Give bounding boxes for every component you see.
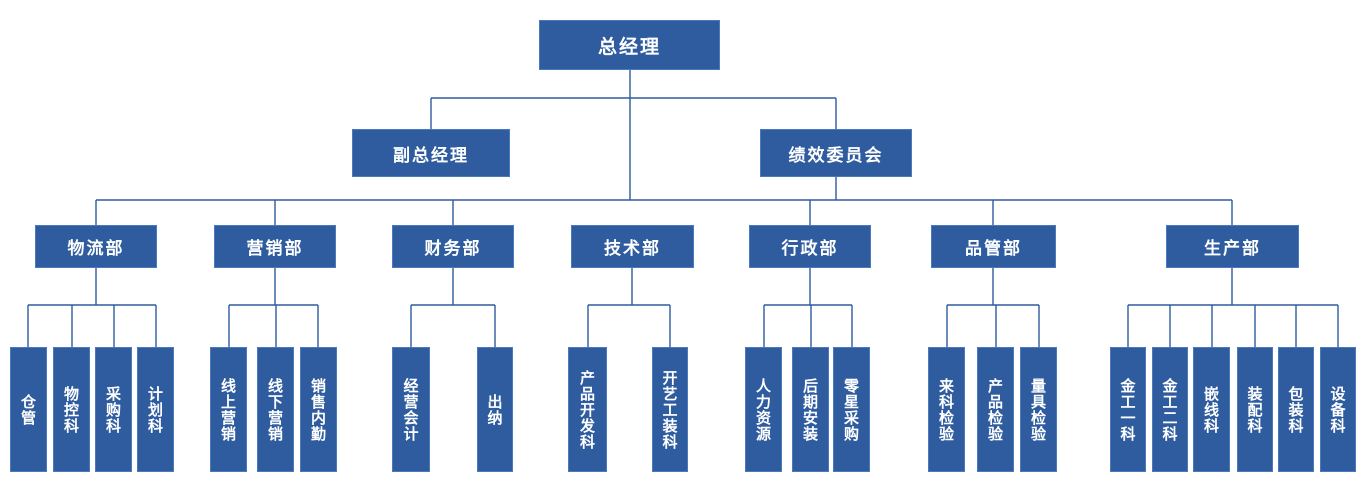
node-product-inspection: 产品检验 [977,347,1014,472]
node-warehouse: 仓管 [10,347,47,472]
node-metalwork-2: 金工二科 [1152,347,1188,472]
node-cashier: 出纳 [477,347,513,472]
node-incoming-inspection: 来科检验 [928,347,965,472]
node-winding-section: 嵌线科 [1193,347,1230,472]
node-metalwork-1: 金工一科 [1110,347,1146,472]
node-performance-committee: 绩效委员会 [760,129,912,177]
node-dept-production: 生产部 [1166,225,1299,268]
node-planning-section: 计划科 [137,347,174,472]
node-purchasing-section: 采购科 [95,347,132,472]
node-general-manager: 总经理 [539,20,720,70]
node-management-accounting: 经营会计 [392,347,430,472]
node-equipment-section: 设备科 [1320,347,1356,472]
node-packaging-section: 包装科 [1278,347,1314,472]
node-dept-marketing: 营销部 [214,225,336,268]
node-misc-procurement: 零星采购 [833,347,870,472]
node-assembly-section: 装配科 [1237,347,1273,472]
node-dept-technology: 技术部 [571,225,694,268]
node-deputy-general-manager: 副总经理 [352,129,510,177]
node-product-development: 产品开发科 [568,347,607,472]
node-dept-administration: 行政部 [749,225,871,268]
node-gauge-inspection: 量具检验 [1020,347,1057,472]
node-sales-support: 销售内勤 [300,347,337,472]
node-dept-logistics: 物流部 [35,225,157,268]
node-material-control: 物控科 [53,347,90,472]
node-human-resources: 人力资源 [745,347,782,472]
node-dept-quality: 品管部 [931,225,1056,268]
node-online-marketing: 线上营销 [210,347,247,472]
node-post-installation: 后期安装 [792,347,829,472]
node-dept-finance: 财务部 [392,225,514,268]
node-offline-marketing: 线下营销 [257,347,294,472]
node-process-tooling: 开艺工装科 [652,347,688,472]
